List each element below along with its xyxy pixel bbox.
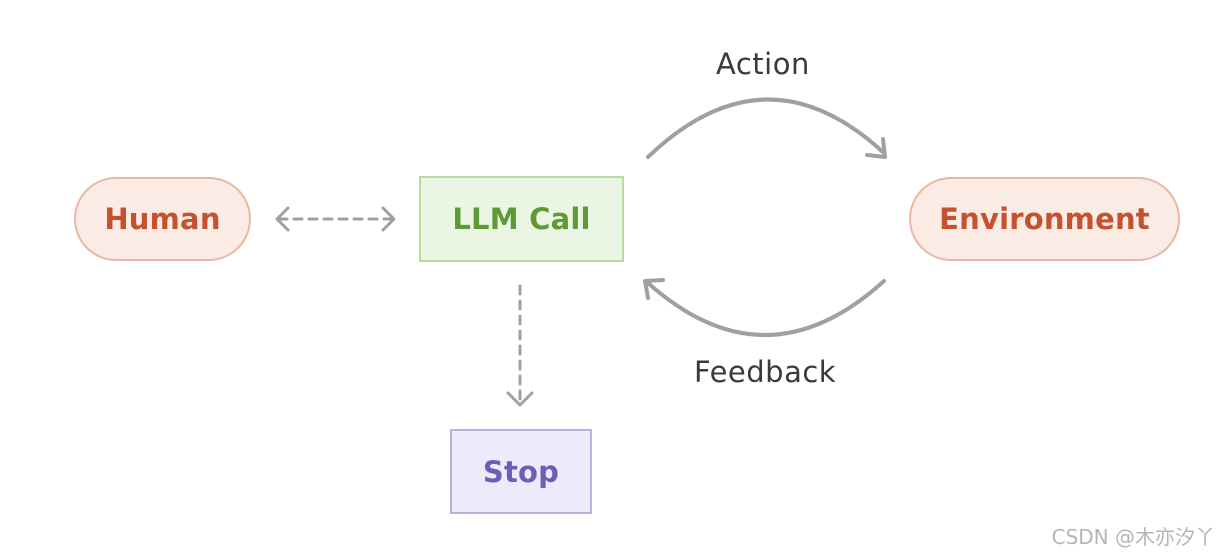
stop-node: Stop xyxy=(450,429,592,514)
stop-label: Stop xyxy=(482,454,560,489)
feedback-edge-label: Feedback xyxy=(694,355,837,389)
action-arc-arrow xyxy=(646,97,887,159)
action-edge-label: Action xyxy=(716,47,810,81)
human-node: Human xyxy=(74,177,251,261)
environment-label: Environment xyxy=(939,202,1150,236)
human-llm-dashed-arrow xyxy=(275,206,396,232)
watermark: CSDN @木亦汐丫 xyxy=(1051,525,1215,549)
llm-stop-dashed-arrow xyxy=(506,284,534,407)
llm-call-label: LLM Call xyxy=(452,202,591,236)
environment-node: Environment xyxy=(909,177,1180,261)
human-label: Human xyxy=(104,202,221,236)
llm-call-node: LLM Call xyxy=(419,176,624,262)
feedback-arc-arrow xyxy=(643,278,886,337)
